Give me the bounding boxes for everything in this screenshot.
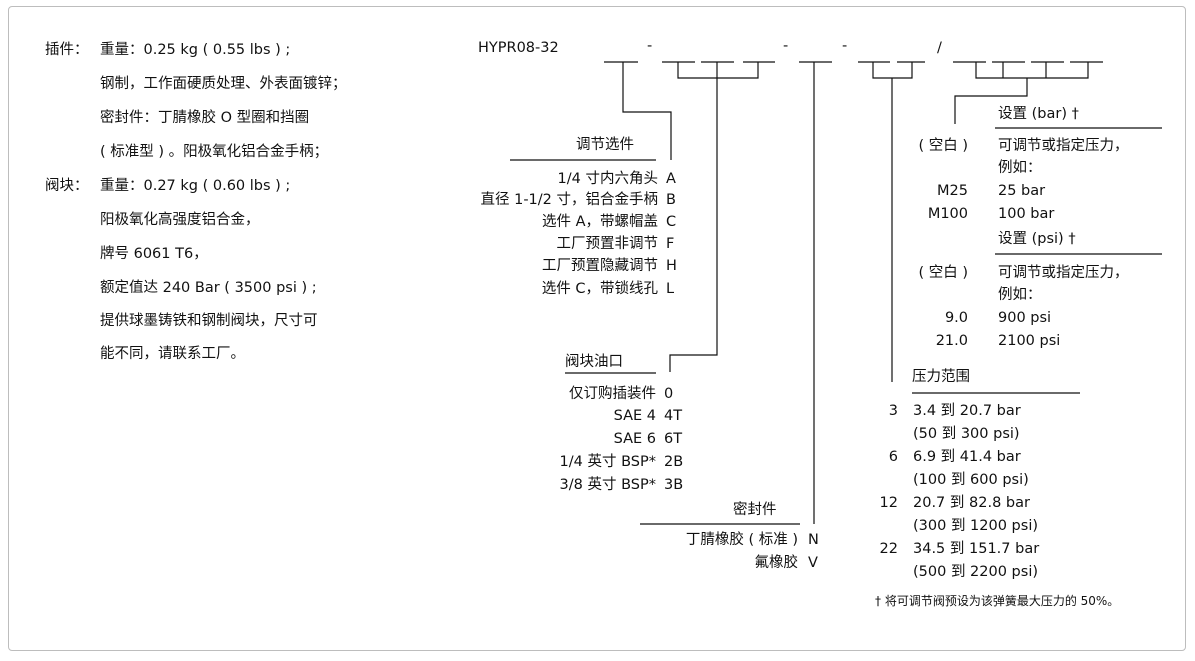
pressure-range-code: 6 [888, 449, 898, 465]
seals-title: 密封件 [733, 502, 777, 518]
pressure-range-psi: (300 到 1200 psi) [913, 518, 1039, 534]
port-option-label: SAE 6 [613, 431, 656, 447]
pressure-range-bar: 34.5 到 151.7 bar [913, 541, 1040, 557]
adjustment-title: 调节选件 [576, 137, 634, 153]
seal-option-code: V [808, 555, 818, 571]
spec-line: 重量：0.27 kg ( 0.60 lbs ) ; [100, 178, 291, 194]
seal-option-code: N [808, 532, 819, 548]
adjustment-option-label: 工厂预置非调节 [556, 236, 659, 252]
spec-line: ( 标准型 ) 。阳极氧化铝合金手柄； [100, 144, 329, 160]
spec-line: 提供球墨铸铁和钢制阀块，尺寸可 [100, 313, 318, 329]
ports-title: 阀块油口 [565, 354, 623, 370]
adjustment-option-code: F [666, 236, 675, 252]
pressure-range-code: 3 [888, 403, 898, 419]
pressure-range-bar: 3.4 到 20.7 bar [913, 403, 1021, 419]
setting-psi-title: 设置 (psi) † [998, 231, 1076, 247]
spec-line: 重量：0.25 kg ( 0.55 lbs ) ; [100, 42, 291, 58]
setting-psi-option-label: 900 psi [998, 310, 1052, 326]
spec-line: 钢制，工作面硬质处理、外表面镀锌； [100, 76, 347, 92]
pressure-range-psi: (100 到 600 psi) [913, 472, 1029, 488]
code-dash: - [783, 38, 789, 54]
seal-option-label: 丁腈橡胶 ( 标准 ) [685, 532, 798, 548]
code-slash: / [937, 40, 942, 56]
setting-psi-option-code: 9.0 [944, 310, 968, 326]
port-option-code: 4T [664, 408, 683, 424]
body-label: 阀块： [45, 178, 89, 194]
setting-psi-option-code: ( 空白 ) [918, 265, 968, 281]
setting-bar-title: 设置 (bar) † [998, 106, 1079, 122]
port-option-label: 3/8 英寸 BSP* [559, 477, 656, 493]
code-dash: - [842, 38, 848, 54]
setting-bar-option-code: M25 [937, 183, 968, 199]
port-option-code: 0 [664, 386, 674, 402]
setting-psi-option-code: 21.0 [935, 333, 968, 349]
adjustment-option-label: 1/4 寸内六角头 [557, 171, 658, 187]
port-option-code: 2B [664, 454, 684, 470]
setting-psi-option-label: 可调节或指定压力， [998, 265, 1129, 281]
port-option-code: 3B [664, 477, 684, 493]
spec-line: 阳极氧化高强度铝合金， [100, 212, 260, 228]
document-frame [8, 6, 1186, 651]
code-dash: - [647, 38, 653, 54]
adjustment-option-label: 选件 A，带螺帽盖 [541, 214, 658, 230]
setting-bar-option-code: M100 [927, 206, 968, 222]
setting-bar-option-code: ( 空白 ) [918, 138, 968, 154]
port-option-code: 6T [664, 431, 683, 447]
pressure-range-psi: (50 到 300 psi) [913, 426, 1020, 442]
spec-line: 额定值达 240 Bar ( 3500 psi ) ; [100, 280, 317, 296]
adjustment-option-label: 工厂预置隐藏调节 [542, 258, 658, 274]
adjustment-option-label: 直径 1-1/2 寸，铝合金手柄 [480, 192, 658, 208]
port-option-label: 1/4 英寸 BSP* [559, 454, 656, 470]
port-option-label: SAE 4 [613, 408, 656, 424]
adjustment-option-code: A [666, 171, 676, 187]
adjustment-option-label: 选件 C，带锁线孔 [541, 281, 658, 297]
pressure-range-title: 压力范围 [912, 369, 970, 385]
pressure-range-code: 12 [879, 495, 898, 511]
pressure-range-code: 22 [879, 541, 898, 557]
spec-line: 密封件：丁腈橡胶 O 型圈和挡圈 [100, 110, 310, 126]
adjustment-option-code: H [666, 258, 677, 274]
setting-bar-option-label: 例如： [998, 160, 1042, 176]
pressure-range-psi: (500 到 2200 psi) [913, 564, 1039, 580]
adjustment-option-code: B [666, 192, 676, 208]
setting-psi-option-label: 例如： [998, 287, 1042, 303]
setting-psi-option-label: 2100 psi [998, 333, 1061, 349]
port-option-label: 仅订购插装件 [569, 386, 656, 402]
model-code: HYPR08-32 [478, 40, 559, 56]
pressure-range-bar: 20.7 到 82.8 bar [913, 495, 1030, 511]
spec-line: 牌号 6061 T6， [100, 246, 208, 262]
setting-bar-option-label: 25 bar [998, 183, 1046, 199]
adjustment-option-code: L [666, 281, 675, 297]
seal-option-label: 氟橡胶 [754, 555, 799, 571]
footnote: † 将可调节阀预设为该弹簧最大压力的 50%。 [875, 594, 1120, 608]
setting-bar-option-label: 100 bar [998, 206, 1055, 222]
cartridge-label: 插件： [45, 42, 89, 58]
adjustment-option-code: C [666, 214, 677, 230]
pressure-range-bar: 6.9 到 41.4 bar [913, 449, 1021, 465]
setting-bar-option-label: 可调节或指定压力， [998, 138, 1129, 154]
spec-line: 能不同，请联系工厂。 [100, 346, 245, 362]
